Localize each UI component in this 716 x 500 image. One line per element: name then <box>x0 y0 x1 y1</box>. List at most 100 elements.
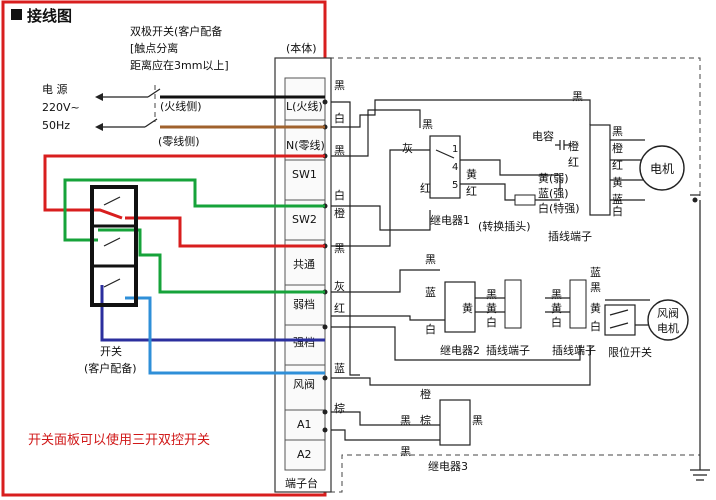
wire-label: 黑 <box>400 414 411 427</box>
wire-label: 灰 <box>402 141 413 155</box>
terminal-label: SW1 <box>292 168 317 181</box>
wire-label: 白 <box>551 315 562 329</box>
terminal-label: 强档 <box>293 335 315 349</box>
wire-color-label: 黑 <box>334 79 345 92</box>
motor-wire-label: 蓝 <box>612 193 623 206</box>
limit-switch-contact <box>609 309 629 329</box>
capacitor-label: 电容 <box>532 129 554 143</box>
wire-label: 黄 <box>466 167 477 181</box>
wire-label: 白 <box>486 315 497 329</box>
switch-contact-neutral <box>144 118 158 128</box>
terminal-connector-b <box>569 279 587 329</box>
client-switch-box <box>90 185 138 307</box>
relay-3 <box>439 399 471 446</box>
terminal-label: L(火线) <box>286 99 323 113</box>
motor-wire-label: 黄 <box>612 175 623 189</box>
changeover-plug-label: (转换插头) <box>478 219 531 233</box>
terminal-label: 风阀 <box>293 377 315 391</box>
body-label: (本体) <box>286 41 317 55</box>
motor-terminal-label: 插线端子 <box>548 229 592 243</box>
speed-wire-label: 黄(弱) <box>538 171 569 185</box>
wire-label: 黑 <box>486 288 497 301</box>
arrow-icon <box>95 123 103 131</box>
relay-pin: 5 <box>452 180 458 191</box>
internal-wiring <box>331 99 701 460</box>
motor-wire-label: 橙 <box>612 141 623 155</box>
wire-label: 黑 <box>422 118 433 131</box>
speed-wire-label: 白(特强) <box>538 201 580 215</box>
motor-icon <box>639 145 685 191</box>
speed-wire-label: 蓝(强) <box>538 187 569 200</box>
motor-wire-label: 红 <box>612 159 623 172</box>
wire-label: 黄 <box>462 301 473 315</box>
relay-2-label: 继电器2 <box>440 344 480 357</box>
terminal-strip <box>284 77 326 471</box>
switch-contact <box>103 196 121 206</box>
wire-label: 黑 <box>400 445 411 458</box>
terminal-label: SW2 <box>292 213 317 226</box>
title-square-icon <box>11 9 22 20</box>
terminal-label: A1 <box>297 418 312 431</box>
relay-contact <box>435 149 455 159</box>
wire-green-common <box>98 228 325 294</box>
wire-color-label: 蓝 <box>334 362 345 375</box>
power-frequency: 50Hz <box>42 119 70 132</box>
diagram-title: 接线图 <box>27 7 72 25</box>
client-switch-sublabel: (客户配备) <box>84 361 137 375</box>
damper-motor-sublabel: 电机 <box>657 321 679 335</box>
relay-1-label: 继电器1 <box>430 214 470 227</box>
switch-note-line1: 双极开关(客户配备 <box>130 24 222 38</box>
terminal-connector-a <box>504 279 522 329</box>
relay-3-label: 继电器3 <box>428 460 468 473</box>
relay-pin: 4 <box>452 162 458 173</box>
motor-wire-label: 黑 <box>612 125 623 138</box>
terminal-label: 共通 <box>293 258 315 271</box>
relay-1 <box>429 135 461 199</box>
wire-label: 黑 <box>425 253 436 266</box>
wire-color-label: 红 <box>334 302 345 315</box>
live-side-label: (火线侧) <box>160 99 202 113</box>
client-switch-label: 开关 <box>100 344 122 358</box>
wire-label: 红 <box>420 182 431 195</box>
terminal-block-label: 端子台 <box>285 476 318 490</box>
wire-color-label: 橙 <box>334 206 345 220</box>
damper-motor-icon <box>647 299 689 341</box>
power-voltage: 220V~ <box>42 101 80 114</box>
relay-2 <box>444 281 476 333</box>
wire-green-sw1 <box>63 178 325 242</box>
wire-label: 黄 <box>486 301 497 315</box>
wire-label: 黑 <box>590 281 601 294</box>
motor-label: 电机 <box>650 162 674 176</box>
motor-terminal-block <box>589 124 611 216</box>
wire-color-label: 黑 <box>334 144 345 157</box>
arrow-icon <box>95 93 103 101</box>
wire-color-label: 灰 <box>334 279 345 293</box>
wire-color-label: 白 <box>334 188 345 202</box>
wire-label: 白 <box>590 319 601 333</box>
wire-red <box>43 154 325 248</box>
wire-label: 黄 <box>590 301 601 315</box>
wire-label: 蓝 <box>590 266 601 279</box>
power-label: 电 源 <box>42 82 68 96</box>
limit-switch <box>604 304 636 336</box>
switch-contact <box>103 278 121 288</box>
wire-label: 蓝 <box>425 286 436 299</box>
wire-label: 棕 <box>420 413 431 427</box>
wire-label: 红 <box>466 185 477 198</box>
wire-label: 黑 <box>472 414 483 427</box>
terminal-label: A2 <box>297 448 312 461</box>
relay-pin: 1 <box>452 144 458 155</box>
limit-switch-label: 限位开关 <box>608 345 652 359</box>
wire-label: 白 <box>425 322 436 336</box>
terminal-label: N(零线) <box>286 138 325 152</box>
wire-label: 橙 <box>568 139 579 153</box>
wire-color-label: 黑 <box>334 242 345 255</box>
wire-label: 红 <box>568 156 579 169</box>
switch-note-line3: 距离应在3mm以上] <box>130 58 229 72</box>
ground-node <box>692 197 698 203</box>
terminal-label: 弱档 <box>293 297 315 311</box>
changeover-plug <box>514 194 536 206</box>
neutral-side-label: (零线侧) <box>158 134 200 148</box>
wire-label: 黑 <box>572 90 583 103</box>
